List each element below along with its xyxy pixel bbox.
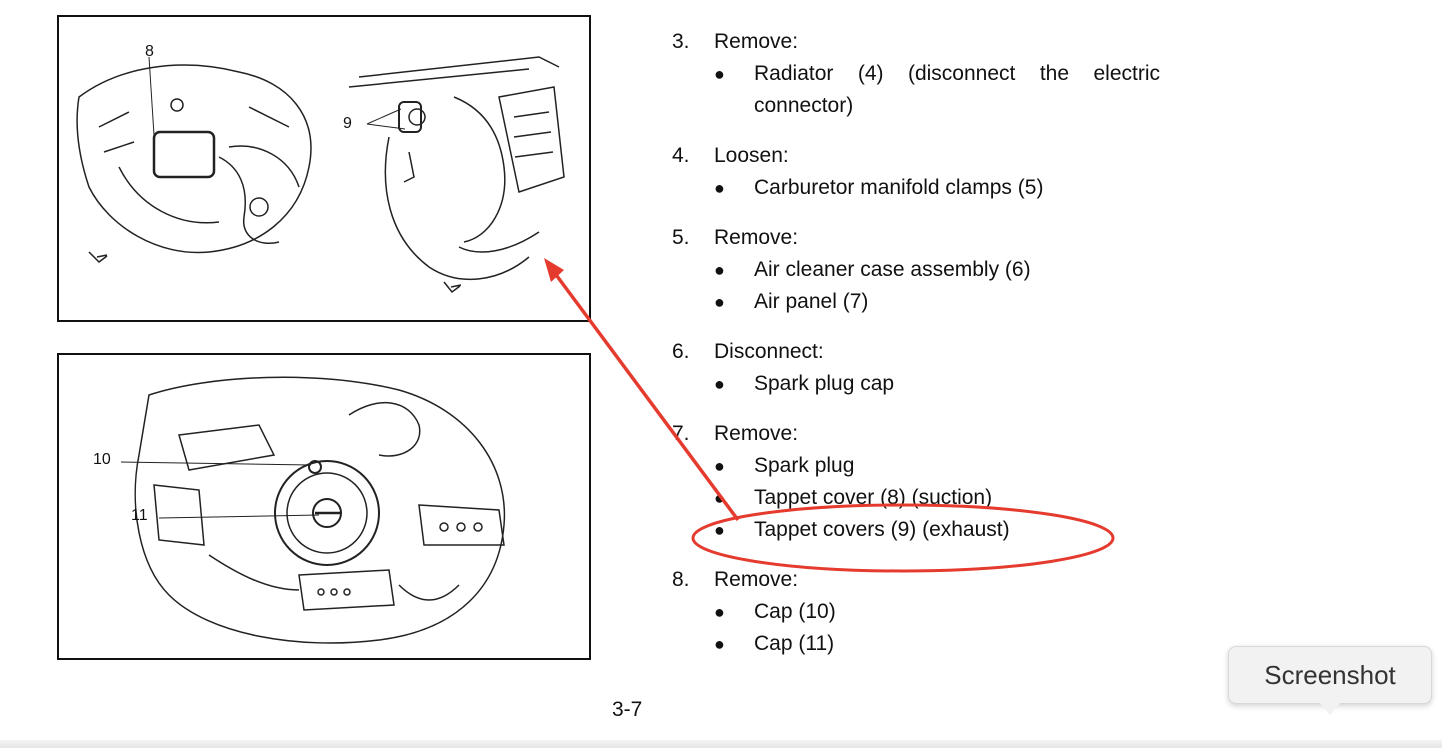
step-number: 4. [672, 144, 690, 167]
list-item: ● Radiator (4) (disconnect the electric … [672, 58, 1212, 122]
list-item: ● Cap (11) [672, 628, 1212, 660]
figure-engine-side-view: 10 11 [57, 353, 591, 660]
step-number: 3. [672, 30, 690, 53]
bullet-icon: ● [714, 374, 725, 394]
list-item: ● Spark plug [672, 450, 1212, 482]
step-action: Loosen: [714, 144, 789, 167]
bottom-toolbar-edge [0, 740, 1442, 748]
step-action: Remove: [714, 226, 799, 249]
step-number: 6. [672, 340, 690, 363]
page-number: 3-7 [612, 698, 643, 721]
step-number: 7. [672, 422, 690, 445]
bullet-text: Cap (11) [754, 632, 835, 655]
list-item: ● Air cleaner case assembly (6) [672, 254, 1212, 286]
list-item: ● Air panel (7) [672, 286, 1212, 318]
bullet-icon: ● [714, 488, 725, 508]
step-number: 5. [672, 226, 690, 249]
step-item: 8. Remove: ● Cap (10) ● Cap (11) [672, 564, 1212, 660]
list-item: ● Carburetor manifold clamps (5) [672, 172, 1212, 204]
bullet-icon: ● [714, 260, 725, 280]
bullet-icon: ● [714, 602, 725, 622]
list-item: ● Cap (10) [672, 596, 1212, 628]
bullet-text: Radiator (4) (disconnect the electric co… [754, 62, 1160, 117]
bullet-icon: ● [714, 634, 725, 654]
figure-engine-top-views: 8 9 [57, 15, 591, 322]
bullet-text: Spark plug cap [754, 372, 895, 395]
step-number: 8. [672, 568, 690, 591]
bullet-icon: ● [714, 178, 725, 198]
list-item: ● Tappet covers (9) (exhaust) [672, 514, 1212, 546]
bullet-icon: ● [714, 292, 725, 312]
step-item: 6. Disconnect: ● Spark plug cap [672, 336, 1212, 400]
step-action: Remove: [714, 30, 799, 53]
bullet-icon: ● [714, 456, 725, 476]
step-item: 5. Remove: ● Air cleaner case assembly (… [672, 222, 1212, 318]
bullet-text: Air cleaner case assembly (6) [754, 258, 1031, 281]
engine-line-drawing-side [120, 376, 506, 644]
step-action: Remove: [714, 568, 799, 591]
list-item: ● Spark plug cap [672, 368, 1212, 400]
bullet-icon: ● [714, 520, 725, 540]
engine-line-drawing-top [76, 56, 565, 294]
step-action: Remove: [714, 422, 799, 445]
screenshot-tooltip[interactable]: Screenshot [1228, 646, 1432, 704]
step-item: 3. Remove: ● Radiator (4) (disconnect th… [672, 26, 1212, 122]
callout-label: 9 [343, 115, 352, 132]
callout-label: 10 [93, 451, 111, 468]
bullet-icon: ● [714, 64, 725, 84]
step-item: 7. Remove: ● Spark plug ● Tappet cover (… [672, 418, 1212, 546]
tooltip-pointer-icon [1318, 701, 1342, 715]
bullet-text: Tappet cover (8) (suction) [754, 486, 993, 509]
list-item: ● Tappet cover (8) (suction) [672, 482, 1212, 514]
procedure-steps: 3. Remove: ● Radiator (4) (disconnect th… [672, 26, 1212, 678]
callout-label: 11 [131, 507, 148, 524]
bullet-text: Air panel (7) [754, 290, 869, 313]
bullet-text: Spark plug [754, 454, 855, 477]
step-action: Disconnect: [714, 340, 824, 363]
bullet-text: Tappet covers (9) (exhaust) [754, 518, 1010, 541]
bullet-text: Cap (10) [754, 600, 836, 623]
step-item: 4. Loosen: ● Carburetor manifold clamps … [672, 140, 1212, 204]
callout-label: 8 [145, 43, 154, 60]
bullet-text: Carburetor manifold clamps (5) [754, 176, 1044, 199]
